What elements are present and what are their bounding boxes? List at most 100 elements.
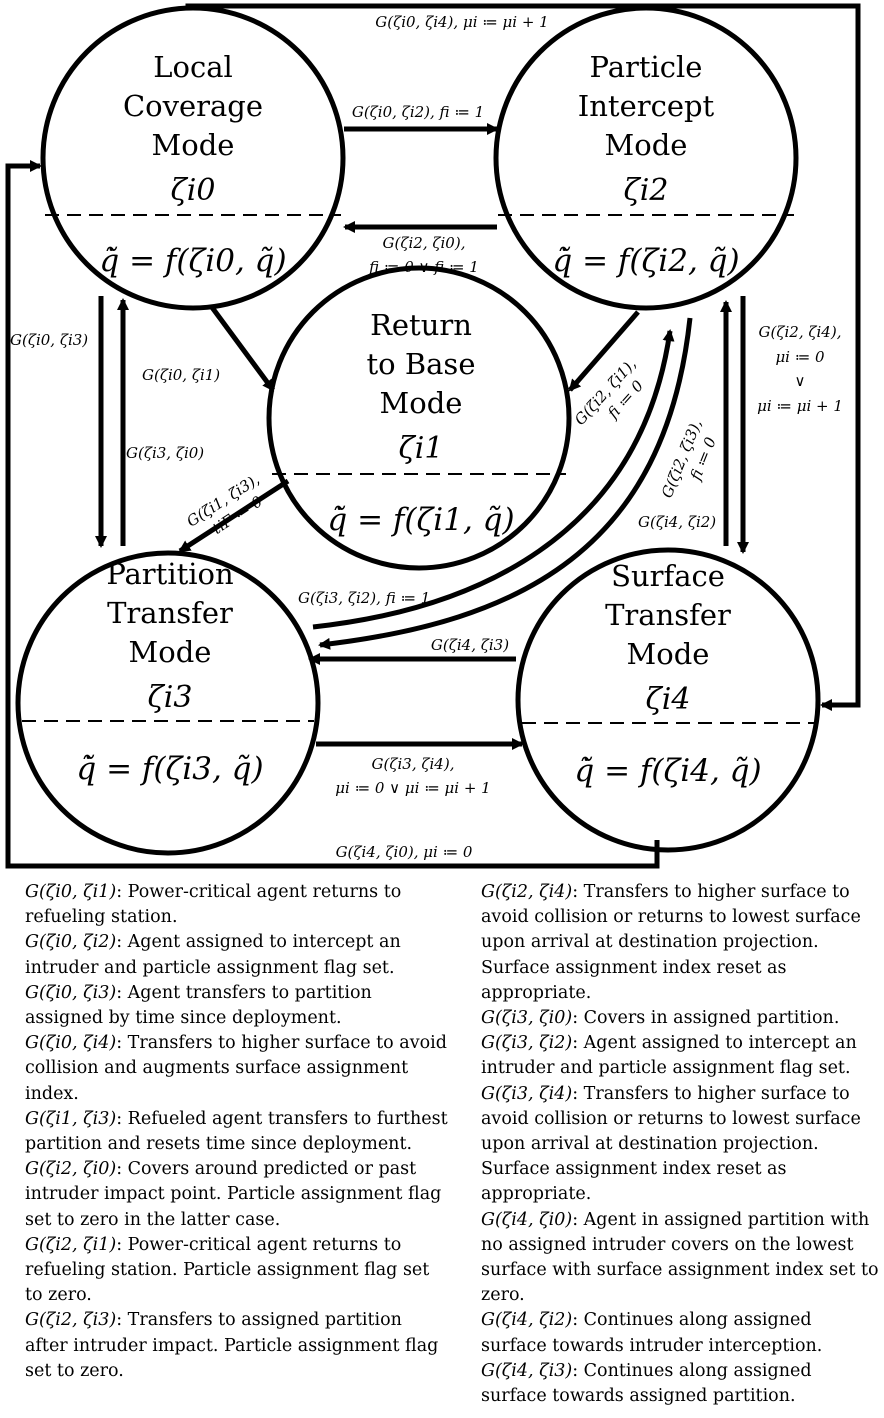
legend-guard: G(ζi4, ζi3) bbox=[481, 1360, 573, 1381]
legend-entry: G(ζi1, ζi3): Refueled agent transfers to… bbox=[25, 1107, 450, 1157]
legend-text: : Agent assigned to intercept an intrude… bbox=[25, 932, 401, 978]
transition-label-0-3: G(ζi0, ζi3) bbox=[10, 331, 88, 349]
legend-guard: G(ζi3, ζi4) bbox=[481, 1083, 573, 1104]
legend-left-column: G(ζi0, ζi1): Power-critical agent return… bbox=[25, 880, 450, 1384]
legend-text: : Transfers to higher surface to avoid c… bbox=[481, 882, 861, 1003]
state-name-line: Return bbox=[370, 308, 472, 342]
state-local-coverage: Local Coverage Mode ζi0 q̃̇ = f(ζi0, q̃) bbox=[40, 5, 346, 311]
legend-guard: G(ζi2, ζi0) bbox=[25, 1159, 117, 1180]
transition-label-4-3: G(ζi4, ζi3) bbox=[431, 636, 509, 654]
legend-text: : Continues along assigned surface towar… bbox=[481, 1360, 812, 1407]
legend-entry: G(ζi4, ζi2): Continues along assigned su… bbox=[481, 1308, 881, 1358]
arrow-0-to-4 bbox=[185, 3, 861, 711]
state-return-to-base: Return to Base Mode ζi1 q̃̇ = f(ζi1, q̃) bbox=[266, 265, 572, 571]
state-name-line: Mode bbox=[605, 128, 688, 162]
legend-guard: G(ζi0, ζi2) bbox=[25, 932, 117, 953]
state-equation: q̃̇ = f(ζi3, q̃) bbox=[76, 751, 263, 787]
legend-text: : Power-critical agent returns to refuel… bbox=[25, 882, 402, 928]
state-equation: q̃̇ = f(ζi4, q̃) bbox=[574, 753, 761, 789]
state-name-line: Partition bbox=[106, 557, 233, 591]
legend-guard: G(ζi3, ζi0) bbox=[481, 1008, 573, 1029]
arrow-1-to-3 bbox=[178, 478, 290, 554]
legend-text: : Covers in assigned partition. bbox=[572, 1008, 840, 1029]
state-symbol: ζi1 bbox=[399, 431, 444, 466]
state-name-line: Mode bbox=[380, 386, 463, 420]
transition-label-2-0: fi ≔ 0 ∨ fi ≔ 1 bbox=[368, 258, 479, 276]
arrow-2-to-1 bbox=[568, 310, 640, 392]
legend-guard: G(ζi2, ζi3) bbox=[25, 1310, 117, 1331]
arrow-0-to-1 bbox=[208, 304, 276, 392]
arrow-2-to-3 bbox=[318, 317, 693, 650]
legend-entry: G(ζi0, ζi2): Agent assigned to intercept… bbox=[25, 930, 450, 980]
legend-guard: G(ζi0, ζi4) bbox=[25, 1033, 117, 1054]
legend-entry: G(ζi3, ζi4): Transfers to higher surface… bbox=[481, 1082, 881, 1208]
legend-entry: G(ζi0, ζi3): Agent transfers to partitio… bbox=[25, 981, 450, 1031]
legend-entry: G(ζi2, ζi3): Transfers to assigned parti… bbox=[25, 1308, 450, 1384]
legend-guard: G(ζi2, ζi1) bbox=[25, 1234, 117, 1255]
legend-entry: G(ζi2, ζi0): Covers around predicted or … bbox=[25, 1157, 450, 1233]
legend-guard: G(ζi3, ζi2) bbox=[481, 1033, 573, 1054]
state-name-line: Surface bbox=[611, 559, 725, 593]
transition-label-0-2: G(ζi0, ζi2), fi ≔ 1 bbox=[352, 103, 484, 121]
state-particle-intercept: Particle Intercept Mode ζi2 q̃̇ = f(ζi2,… bbox=[493, 5, 799, 311]
legend-guard: G(ζi0, ζi1) bbox=[25, 882, 117, 902]
state-symbol: ζi0 bbox=[171, 173, 216, 208]
legend-entry: G(ζi2, ζi1): Power-critical agent return… bbox=[25, 1233, 450, 1309]
legend-entry: G(ζi0, ζi4): Transfers to higher surface… bbox=[25, 1031, 450, 1107]
state-symbol: ζi4 bbox=[646, 682, 691, 717]
state-equation: q̃̇ = f(ζi0, q̃) bbox=[99, 243, 286, 279]
state-name-line: Coverage bbox=[123, 89, 263, 123]
state-symbol: ζi3 bbox=[148, 680, 193, 715]
transition-label-1-3: G(ζi1, ζi3), tiF ≔ 0 bbox=[183, 470, 266, 537]
arrow-3-to-2 bbox=[312, 329, 675, 630]
legend-text: : Transfers to higher surface to avoid c… bbox=[481, 1083, 861, 1205]
state-diagram: Local Coverage Mode ζi0 q̃̇ = f(ζi0, q̃)… bbox=[5, 3, 861, 869]
transition-label-0-4: G(ζi0, ζi4), μi ≔ μi + 1 bbox=[375, 13, 548, 31]
state-name-line: Transfer bbox=[107, 596, 233, 630]
transition-label-4-2: G(ζi4, ζi2) bbox=[638, 513, 716, 531]
transition-label-4-0: G(ζi4, ζi0), μi ≔ 0 bbox=[336, 843, 473, 861]
legend-text: : Agent assigned to intercept an intrude… bbox=[481, 1033, 857, 1079]
arrow-4-to-0 bbox=[5, 160, 660, 869]
transition-label-3-4: G(ζi3, ζi4), bbox=[372, 755, 455, 773]
legend-text: : Agent in assigned partition with no as… bbox=[481, 1209, 879, 1306]
transition-label-3-4: μi ≔ 0 ∨ μi ≔ μi + 1 bbox=[335, 779, 490, 797]
state-name-line: Mode bbox=[129, 635, 212, 669]
legend-entry: G(ζi2, ζi4): Transfers to higher surface… bbox=[481, 880, 881, 1006]
state-symbol: ζi2 bbox=[624, 173, 669, 208]
legend-guard: G(ζi4, ζi0) bbox=[481, 1209, 573, 1230]
legend-text: : Agent transfers to partition assigned … bbox=[25, 982, 372, 1029]
legend-text: : Continues along assigned surface towar… bbox=[481, 1310, 823, 1356]
transition-label-2-4: μi ≔ 0 bbox=[775, 348, 825, 366]
legend-guard: G(ζi0, ζi3) bbox=[25, 982, 117, 1003]
legend-entry: G(ζi3, ζi2): Agent assigned to intercept… bbox=[481, 1031, 881, 1081]
transition-label-3-0: G(ζi3, ζi0) bbox=[126, 444, 204, 462]
state-name-line: Mode bbox=[152, 128, 235, 162]
state-equation: q̃̇ = f(ζi1, q̃) bbox=[327, 502, 514, 538]
transition-label-2-3: G(ζi2, ζi3), fi ≔ 0 bbox=[658, 417, 720, 501]
legend-guard: G(ζi1, ζi3) bbox=[25, 1108, 117, 1129]
legend-guard: G(ζi4, ζi2) bbox=[481, 1310, 573, 1331]
legend-text: : Transfers to higher surface to avoid c… bbox=[25, 1033, 447, 1104]
legend-entry: G(ζi4, ζi0): Agent in assigned partition… bbox=[481, 1208, 881, 1309]
legend-text: : Covers around predicted or past intrud… bbox=[25, 1159, 442, 1230]
legend-entry: G(ζi0, ζi1): Power-critical agent return… bbox=[25, 880, 450, 930]
legend-text: : Transfers to assigned partition after … bbox=[25, 1310, 439, 1381]
state-partition-transfer: Partition Transfer Mode ζi3 q̃̇ = f(ζi3,… bbox=[15, 550, 321, 856]
state-name-line: Local bbox=[153, 50, 233, 84]
transition-label-2-4: μi ≔ μi + 1 bbox=[757, 397, 843, 415]
transition-label-3-2: G(ζi3, ζi2), fi ≔ 1 bbox=[298, 589, 430, 607]
transition-label-0-1: G(ζi0, ζi1) bbox=[142, 366, 220, 384]
legend-text: : Refueled agent transfers to furthest p… bbox=[25, 1108, 448, 1155]
legend-guard: G(ζi2, ζi4) bbox=[481, 882, 573, 902]
legend-entry: G(ζi3, ζi0): Covers in assigned partitio… bbox=[481, 1006, 881, 1031]
legend-entry: G(ζi4, ζi3): Continues along assigned su… bbox=[481, 1359, 881, 1409]
legend-right-column: G(ζi2, ζi4): Transfers to higher surface… bbox=[481, 880, 881, 1409]
transition-label-2-4: G(ζi2, ζi4), bbox=[759, 323, 842, 341]
state-equation: q̃̇ = f(ζi2, q̃) bbox=[552, 243, 739, 279]
state-name-line: Transfer bbox=[605, 598, 731, 632]
transition-label-2-4: ∨ bbox=[795, 372, 806, 390]
state-name-line: Particle bbox=[590, 50, 703, 84]
state-name-line: Intercept bbox=[578, 89, 715, 123]
state-name-line: to Base bbox=[367, 347, 476, 381]
